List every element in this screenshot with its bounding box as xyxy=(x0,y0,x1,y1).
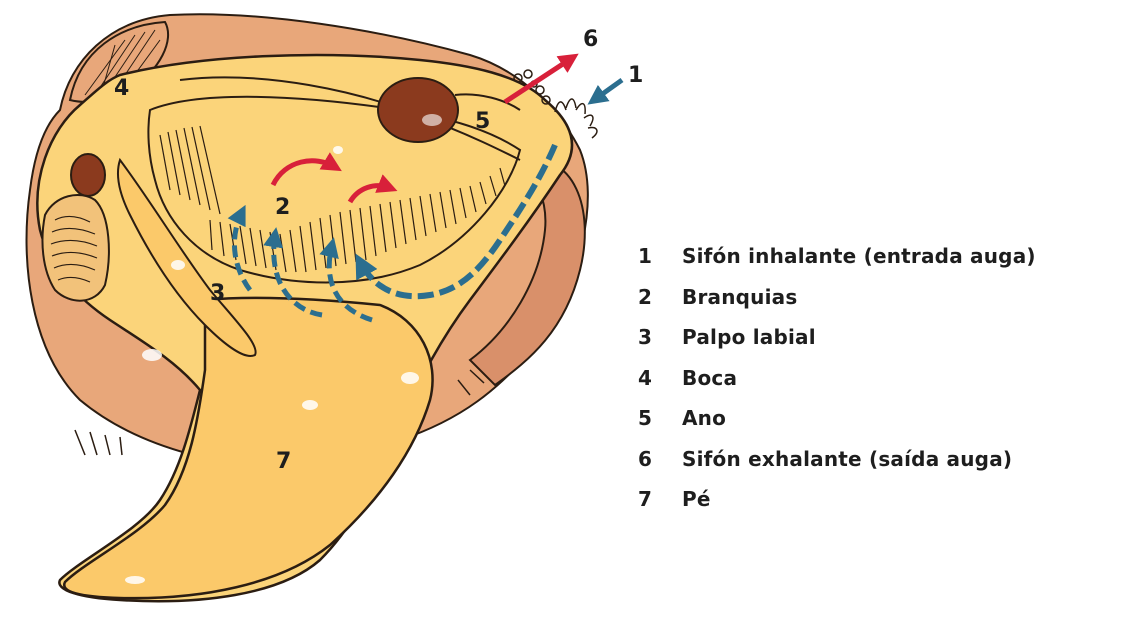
callout-6: 6 xyxy=(583,27,598,52)
callout-5: 5 xyxy=(475,109,490,134)
legend-number: 1 xyxy=(638,244,682,268)
large-organ xyxy=(378,78,458,142)
legend-number: 5 xyxy=(638,406,682,430)
legend-number: 4 xyxy=(638,366,682,390)
organ-highlight xyxy=(422,114,442,126)
legend-number: 2 xyxy=(638,285,682,309)
legend-label: Branquias xyxy=(682,285,797,309)
callout-4: 4 xyxy=(114,76,129,101)
legend-label: Boca xyxy=(682,366,737,390)
callout-7: 7 xyxy=(276,449,291,474)
small-organ-left xyxy=(71,154,105,196)
legend-item: 4 Boca xyxy=(638,358,1118,399)
callout-3: 3 xyxy=(210,281,225,306)
legend-item: 2 Branquias xyxy=(638,277,1118,318)
legend-item: 5 Ano xyxy=(638,398,1118,439)
inflow-arrow-siphon xyxy=(594,80,622,100)
legend-label: Pé xyxy=(682,487,711,511)
legend: 1 Sifón inhalante (entrada auga) 2 Branq… xyxy=(638,236,1118,520)
callout-2: 2 xyxy=(275,195,290,220)
legend-number: 3 xyxy=(638,325,682,349)
legend-item: 6 Sifón exhalante (saída auga) xyxy=(638,439,1118,480)
legend-item: 3 Palpo labial xyxy=(638,317,1118,358)
legend-label: Palpo labial xyxy=(682,325,816,349)
legend-label: Ano xyxy=(682,406,726,430)
legend-number: 7 xyxy=(638,487,682,511)
legend-item: 1 Sifón inhalante (entrada auga) xyxy=(638,236,1118,277)
legend-label: Sifón exhalante (saída auga) xyxy=(682,447,1012,471)
legend-item: 7 Pé xyxy=(638,479,1118,520)
callout-1: 1 xyxy=(628,63,643,88)
mantle-fold xyxy=(42,195,108,301)
legend-number: 6 xyxy=(638,447,682,471)
legend-label: Sifón inhalante (entrada auga) xyxy=(682,244,1036,268)
